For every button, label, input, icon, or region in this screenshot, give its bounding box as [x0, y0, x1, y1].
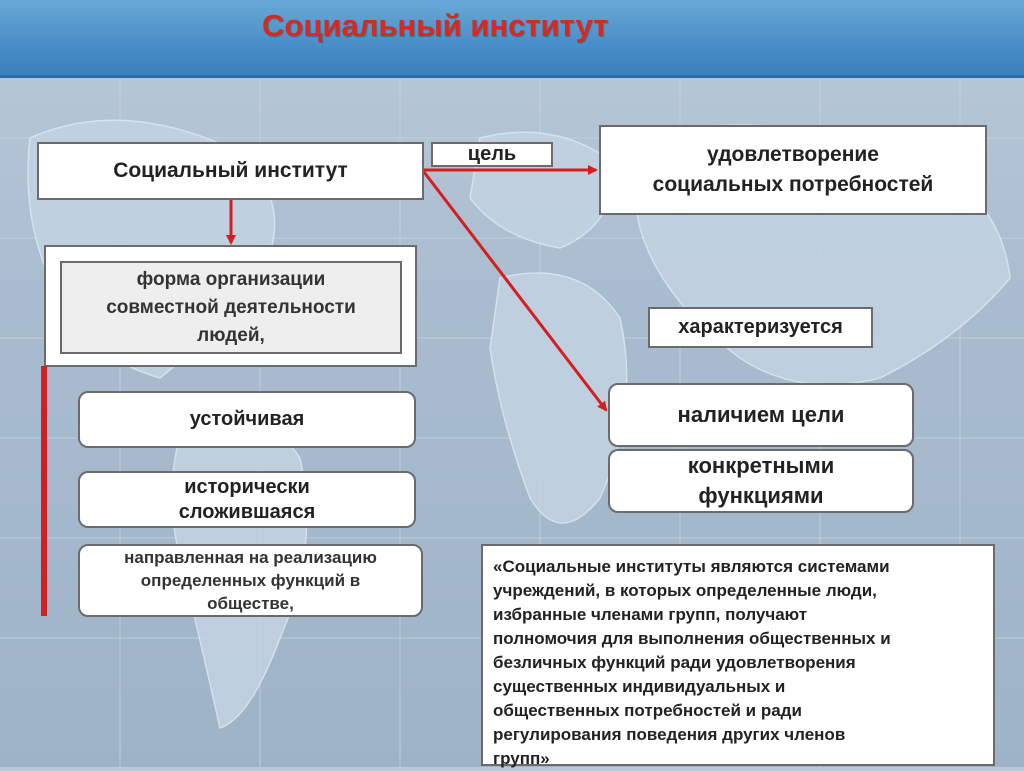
- quote-line: существенных индивидуальных и: [493, 677, 786, 696]
- feature-functions: конкретными функциями: [608, 449, 914, 513]
- feature-functions-line1: конкретными: [687, 453, 835, 478]
- quote-line: учреждений, в которых определенные люди,: [493, 581, 877, 600]
- form-box-line2: совместной деятельности: [106, 296, 356, 318]
- goal-box-line1: удовлетворение: [707, 143, 879, 166]
- form-box: форма организации совместной деятельност…: [60, 261, 402, 354]
- quote-line: полномочия для выполнения общественных и: [493, 629, 891, 648]
- trait-stable-label: устойчивая: [189, 408, 305, 430]
- form-box-line1: форма организации: [136, 268, 326, 290]
- trait-directed-line3: обществе,: [207, 594, 294, 613]
- goal-box-line2: социальных потребностей: [652, 173, 934, 196]
- center-box: Социальный институт: [37, 142, 424, 200]
- trait-stable: устойчивая: [78, 391, 416, 448]
- trait-directed: направленная на реализацию определенных …: [78, 544, 423, 617]
- characterized-label: характеризуется: [678, 316, 843, 338]
- vertical-red-bar: [41, 366, 47, 616]
- quote-line: избранные членами групп, получают: [493, 605, 808, 624]
- page-title: Социальный институт: [262, 8, 609, 43]
- characterized-box: характеризуется: [648, 307, 873, 348]
- trait-directed-line2: определенных функций в: [140, 571, 361, 590]
- trait-historical-line2: сложившаяся: [178, 500, 316, 523]
- goal-label: цель: [467, 143, 517, 165]
- feature-goal-label: наличием цели: [677, 402, 845, 427]
- quote-line: общественных потребностей и ради: [493, 701, 802, 720]
- quote-line: регулирования поведения других членов: [493, 725, 846, 744]
- goal-label-box: цель: [431, 142, 553, 167]
- quote-line: «Социальные институты являются системами: [493, 557, 890, 576]
- trait-historical-line1: исторически: [184, 475, 310, 498]
- quote-box: «Социальные институты являются системами…: [481, 544, 995, 768]
- goal-box: удовлетворение социальных потребностей: [599, 125, 987, 215]
- header-bar: Социальный институт: [0, 0, 1024, 78]
- center-box-label: Социальный институт: [113, 159, 348, 182]
- feature-functions-line2: функциями: [698, 483, 824, 508]
- trait-historical: исторически сложившаяся: [78, 471, 416, 528]
- quote-line: групп»: [493, 749, 550, 768]
- quote-line: безличных функций ради удовлетворения: [493, 653, 856, 672]
- form-box-line3: людей,: [197, 324, 265, 346]
- feature-goal: наличием цели: [608, 383, 914, 447]
- trait-directed-line1: направленная на реализацию: [124, 548, 377, 567]
